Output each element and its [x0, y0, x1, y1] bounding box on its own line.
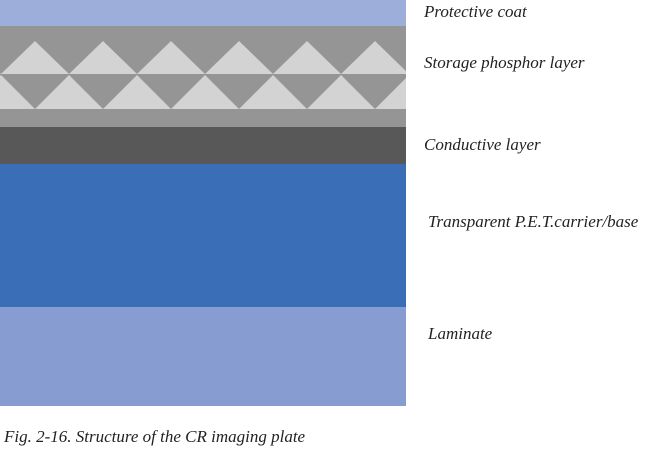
phosphor-crystal-up — [1, 41, 69, 74]
label-laminate: Laminate — [428, 324, 493, 343]
phosphor-crystal-down — [273, 75, 341, 109]
phosphor-crystal-up — [0, 73, 1, 74]
phosphor-crystal-down — [137, 75, 205, 109]
phosphor-crystal-down — [69, 75, 137, 109]
phosphor-crystal-up — [69, 41, 137, 74]
phosphor-lower-band — [0, 75, 406, 109]
label-base: Transparent P.E.T.carrier/base — [428, 212, 639, 231]
phosphor-crystal-up — [341, 41, 406, 74]
phosphor-crystal-pattern — [0, 41, 406, 109]
label-storage-phosphor: Storage phosphor layer — [424, 53, 585, 72]
phosphor-crystal-down — [205, 75, 273, 109]
conductive-layer — [0, 127, 406, 164]
pet-base-layer — [0, 164, 406, 307]
label-conductive: Conductive layer — [424, 135, 541, 154]
phosphor-crystal-up — [205, 41, 273, 74]
figure-caption: Fig. 2-16. Structure of the CR imaging p… — [4, 427, 306, 446]
storage-phosphor-layer — [0, 26, 406, 127]
protective-coat-layer — [0, 0, 406, 26]
phosphor-crystal-down — [1, 75, 69, 109]
label-protective-coat: Protective coat — [424, 2, 527, 21]
phosphor-crystal-up — [137, 41, 205, 74]
laminate-layer — [0, 307, 406, 406]
phosphor-crystal-down — [0, 75, 1, 76]
phosphor-crystal-up — [273, 41, 341, 74]
phosphor-crystal-down — [341, 75, 406, 109]
